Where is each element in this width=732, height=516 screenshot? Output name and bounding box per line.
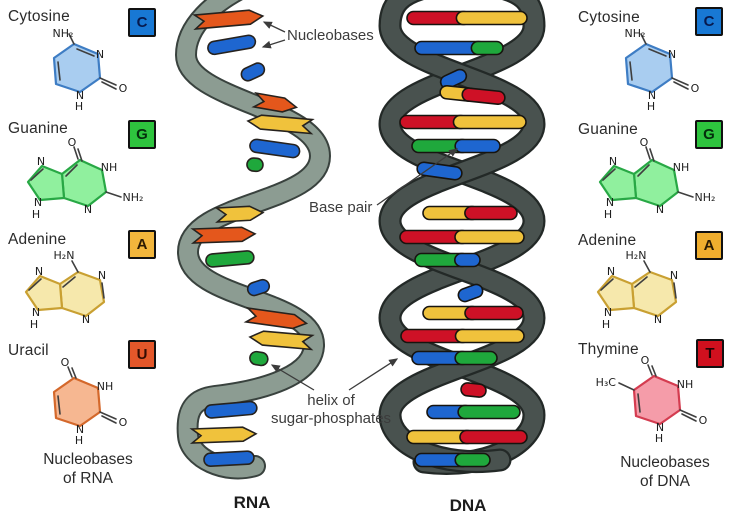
- svg-text:N: N: [96, 48, 104, 61]
- svg-text:N: N: [35, 265, 43, 278]
- arrow-to-dna-backbone: [348, 358, 399, 391]
- svg-text:N: N: [606, 196, 614, 209]
- base-letter-badge-thymine-right: T: [696, 339, 724, 368]
- svg-text:NH₂: NH₂: [625, 28, 646, 40]
- molecule-uracil-left: O NH O NH: [52, 358, 128, 446]
- svg-text:O: O: [61, 358, 70, 369]
- arrow-to-orange-nucleobase: [262, 21, 286, 33]
- svg-text:NH: NH: [673, 161, 690, 174]
- svg-text:O: O: [641, 356, 650, 367]
- svg-text:N: N: [604, 306, 612, 319]
- svg-text:NH₂: NH₂: [53, 28, 74, 40]
- caption-line1: Nucleobases: [620, 454, 710, 471]
- annotation-helix-line1: helix of: [307, 392, 355, 409]
- annotation-helix-line2: sugar-phosphates: [270, 410, 392, 427]
- caption-line2: of DNA: [640, 473, 690, 490]
- rna-caption: RNA: [233, 493, 271, 512]
- arrow-to-blue-nucleobase: [261, 39, 286, 49]
- svg-text:H: H: [604, 208, 612, 221]
- svg-text:N: N: [34, 196, 42, 209]
- svg-text:H₂N: H₂N: [54, 249, 75, 262]
- annotation-nucleobases: Nucleobases: [287, 27, 374, 44]
- svg-text:N: N: [37, 155, 45, 168]
- dna-strand-right: [380, 0, 544, 473]
- base-letter-badge-guanine-left: G: [128, 120, 156, 149]
- svg-text:N: N: [648, 89, 656, 102]
- svg-text:N: N: [76, 423, 84, 436]
- base-name-thymine-right: Thymine: [578, 341, 639, 358]
- svg-text:N: N: [670, 269, 678, 282]
- caption-line2: of RNA: [63, 470, 113, 487]
- dna-strand-left: [380, 0, 544, 471]
- svg-text:O: O: [68, 138, 77, 149]
- svg-text:N: N: [607, 265, 615, 278]
- arrow-to-rna-backbone: [270, 364, 315, 391]
- svg-text:H₃C: H₃C: [596, 376, 617, 389]
- rna-helix: [174, 0, 332, 480]
- svg-text:O: O: [640, 138, 649, 149]
- svg-text:N: N: [98, 269, 106, 282]
- base-letter-badge-cytosine-left: C: [128, 8, 156, 37]
- base-letter-badge-adenine-right: A: [695, 231, 723, 260]
- svg-text:O: O: [119, 416, 128, 429]
- base-letter-badge-adenine-left: A: [128, 230, 156, 259]
- caption-nucleobases-of-dna: Nucleobases of DNA: [595, 453, 732, 491]
- svg-text:H: H: [602, 318, 610, 331]
- annotation-base-pair: Base pair: [309, 199, 373, 216]
- caption-line1: Nucleobases: [43, 451, 133, 468]
- rna-nucleobase-pegs: [189, 9, 315, 467]
- annotation-helix-of-sugar-phosphates: helix of sugar-phosphates: [260, 392, 402, 428]
- svg-text:N: N: [609, 155, 617, 168]
- svg-text:NH₂: NH₂: [695, 191, 716, 204]
- caption-nucleobases-of-rna: Nucleobases of RNA: [18, 450, 158, 488]
- svg-text:N: N: [654, 313, 662, 326]
- svg-text:O: O: [691, 82, 700, 95]
- base-name-adenine-left: Adenine: [8, 231, 67, 248]
- base-name-guanine-right: Guanine: [578, 121, 639, 138]
- svg-text:O: O: [119, 82, 128, 95]
- svg-text:H: H: [647, 100, 655, 113]
- svg-text:N: N: [656, 421, 664, 434]
- base-name-uracil-left: Uracil: [8, 342, 49, 359]
- svg-text:N: N: [84, 203, 92, 216]
- molecule-thymine-right: O NH O NH H₃C: [596, 356, 708, 444]
- base-letter-badge-guanine-right: G: [695, 120, 723, 149]
- svg-text:N: N: [656, 203, 664, 216]
- base-letter-badge-cytosine-right: C: [695, 7, 723, 36]
- svg-text:H: H: [30, 318, 38, 331]
- svg-text:H: H: [75, 434, 83, 446]
- svg-text:N: N: [76, 89, 84, 102]
- svg-text:N: N: [32, 306, 40, 319]
- svg-text:NH: NH: [97, 380, 114, 393]
- dna-base-pair-bars: [399, 10, 528, 468]
- base-letter-badge-uracil-left: U: [128, 340, 156, 369]
- annotation-arrows: [261, 21, 459, 391]
- rna-sugar-phosphate-ribbon: [176, 0, 330, 478]
- svg-text:NH: NH: [677, 378, 694, 391]
- svg-text:N: N: [82, 313, 90, 326]
- base-name-cytosine-right: Cytosine: [578, 9, 640, 26]
- dna-caption: DNA: [449, 496, 487, 515]
- svg-text:H₂N: H₂N: [626, 249, 647, 262]
- svg-text:H: H: [75, 100, 83, 113]
- svg-text:NH: NH: [101, 161, 118, 174]
- svg-text:H: H: [655, 432, 663, 444]
- svg-text:O: O: [699, 414, 708, 427]
- svg-text:H: H: [32, 208, 40, 221]
- arrow-to-base-pair: [376, 148, 459, 206]
- base-name-adenine-right: Adenine: [578, 232, 637, 249]
- base-name-guanine-left: Guanine: [8, 120, 69, 137]
- svg-text:N: N: [668, 48, 676, 61]
- dna-helix: [378, 0, 546, 475]
- svg-text:NH₂: NH₂: [123, 191, 144, 204]
- base-name-cytosine-left: Cytosine: [8, 8, 70, 25]
